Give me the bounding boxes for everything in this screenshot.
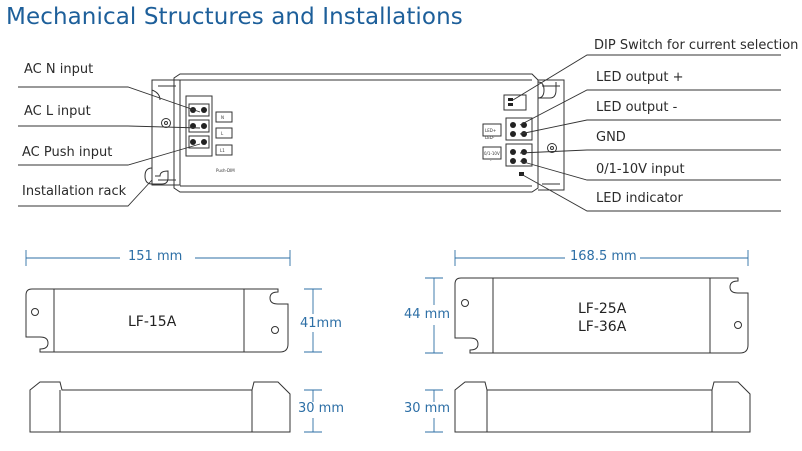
mark-push: Push-DIM (216, 168, 235, 173)
mark-led-m: LED- (485, 135, 495, 140)
lf25a-model-name: LF-25A (578, 301, 627, 317)
lf15a-width: 41mm (300, 316, 342, 331)
label-led-output-plus: LED output + (596, 70, 684, 85)
leader-led-ind (520, 173, 781, 212)
label-dim-input: 0/1-10V input (596, 162, 685, 177)
label-ac-n-input: AC N input (24, 62, 94, 77)
lf15a-length: 151 mm (128, 249, 183, 264)
label-led-output-minus: LED output - (596, 100, 678, 115)
mark-dim: 0/1-10V (484, 151, 500, 156)
label-gnd: GND (596, 130, 626, 145)
leader-gnd (519, 149, 781, 154)
lf15a-height: 30 mm (298, 401, 345, 416)
leader-rack (18, 179, 153, 207)
mark-l: L (221, 131, 224, 136)
leader-dim (519, 160, 781, 181)
leader-ac-l (18, 125, 201, 129)
installation-rack-left (144, 167, 169, 185)
device-left-cap (151, 79, 181, 186)
leader-led-minus (519, 119, 781, 135)
lf25a-side-view (454, 381, 751, 433)
mark-minus: - (490, 158, 492, 163)
lf25a-width: 44 mm (404, 307, 451, 322)
screw-hole-right (547, 143, 557, 153)
leader-dip (512, 54, 781, 101)
mount-tab-left (151, 80, 161, 101)
leader-led-plus (519, 89, 781, 126)
label-ac-push-input: AC Push input (22, 145, 113, 160)
leader-ac-n (18, 86, 201, 113)
lf25a-length: 168.5 mm (570, 249, 637, 264)
ac-terminal-block (185, 95, 213, 157)
label-led-indicator: LED indicator (596, 191, 683, 206)
screw-hole-left (161, 118, 171, 128)
device-right-cap (538, 79, 565, 191)
lf25a-height: 30 mm (404, 401, 451, 416)
lf15a-side-view (29, 381, 291, 433)
led-terminal-block (505, 117, 533, 141)
dim-terminal-block (505, 143, 533, 167)
leader-ac-push (18, 143, 201, 166)
mark-led-p: LED+ (485, 128, 496, 133)
lf36a-model-name: LF-36A (578, 319, 627, 335)
label-dip-switch: DIP Switch for current selection (594, 38, 799, 53)
label-installation-rack: Installation rack (22, 184, 127, 199)
lf15a-top-view (25, 288, 289, 353)
mark-l1: L1 (220, 148, 225, 153)
device-main-body (173, 73, 539, 193)
lf25a-top-view (454, 277, 749, 354)
page-title: Mechanical Structures and Installations (6, 4, 463, 30)
mark-n: N (221, 115, 224, 120)
mount-tab-right (537, 81, 557, 99)
label-ac-l-input: AC L input (24, 104, 91, 119)
dip-switch (503, 94, 527, 111)
lf15a-model-name: LF-15A (128, 314, 177, 330)
